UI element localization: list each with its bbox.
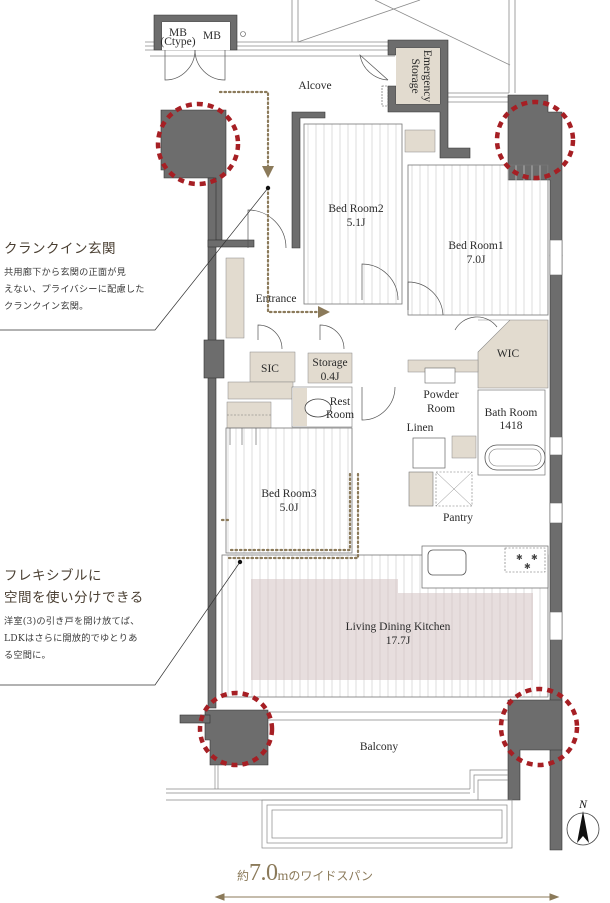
linen-label: Linen [407,422,434,434]
ldk-size: 17.7J [386,635,411,647]
emergency-storage-label: Emergency [421,50,433,102]
storage [307,352,353,384]
mb-label: MB [203,30,221,42]
ldk-rug [251,579,533,680]
entrance-shoe-storage [225,257,245,339]
span-prefix: 約 [236,869,249,883]
window-openings [549,239,563,641]
powder-room-label-2: Room [427,403,455,415]
bedroom2-floor [303,123,403,305]
entrance-label: Entrance [256,293,297,305]
bedroom1-name: Bed Room1 [448,240,504,252]
wide-span-label: 約7.0mのワイドスパン [0,860,610,887]
route-arrow-down [262,166,274,178]
callout-flex-body-3: る空間に。 [4,650,51,661]
callout-flex-title-2: 空間を使い分けできる [4,590,144,606]
callout-crank-body-2: えない、プライバシーに配慮した [4,284,145,295]
span-number: 7.0 [249,860,278,886]
emergency-storage: Emergency Storage [359,39,471,159]
callout-flex-title-1: フレキシブルに [4,568,102,584]
span-arrow [214,893,560,901]
kitchen-counter: ✱ ✱ ✱ [421,545,549,589]
wic-floor [477,319,549,389]
ldk-name: Living Dining Kitchen [346,621,451,633]
emergency-storage-label-2: Storage [409,58,421,93]
bedroom1-size: 7.0J [467,254,486,266]
restroom-label: Rest [330,396,351,408]
bedroom3-floor [225,427,353,554]
sic [249,351,296,383]
span-suffix: のワイドスパン [288,869,373,883]
callout-leaders [0,187,269,686]
callout-flex-body-2: LDKはさらに開放的でゆとりあ [4,633,138,644]
north-compass-icon: N [566,797,600,846]
meter-box: MB (Ctype) MB [153,14,246,81]
svg-text:✱: ✱ [531,553,538,562]
mb-ctype-label: MB [169,27,187,39]
svg-text:✱: ✱ [524,562,531,571]
callout-crank-body-1: 共用廊下から玄関の正面が見 [4,267,127,278]
bedroom3-name: Bed Room3 [261,488,317,500]
callout-crank-in-entrance: クランクイン玄関 共用廊下から玄関の正面が見 えない、プライバシーに配慮した ク… [4,238,164,315]
compass-label: N [578,797,588,811]
sic-label: SIC [261,363,279,375]
svg-text:✱: ✱ [516,553,523,562]
bedroom2-name: Bed Room2 [328,203,384,215]
callout-crank-body-3: クランクイン玄関。 [4,301,89,312]
column-highlight-circles [155,99,580,768]
balcony [166,711,513,849]
pantry-label: Pantry [443,512,473,524]
mb-ctype-sublabel: (Ctype) [160,36,195,48]
callout-flex-body-1: 洋室(3)の引き戸を開け放てば、 [4,616,140,627]
bathroom-size: 1418 [500,420,523,432]
route-path [218,90,360,560]
bedroom3-size: 5.0J [280,502,299,514]
alcove-label: Alcove [298,80,331,92]
wic-label: WIC [497,348,520,360]
restroom-label-2: Room [326,409,354,421]
storage-name: Storage [312,357,347,369]
route-arrow-right [318,306,330,318]
balcony-label: Balcony [360,741,399,753]
callout-crank-title: クランクイン玄関 [4,241,116,257]
storage-size: 0.4J [321,371,340,383]
powder-room-label: Powder [423,389,458,401]
span-unit: m [277,869,289,884]
bathroom-name: Bath Room [485,407,538,419]
bedroom2-size: 5.1J [347,217,366,229]
bedroom1-floor [407,164,549,316]
callout-flexible-space: フレキシブルに 空間を使い分けできる 洋室(3)の引き戸を開け放てば、 LDKは… [4,565,164,664]
